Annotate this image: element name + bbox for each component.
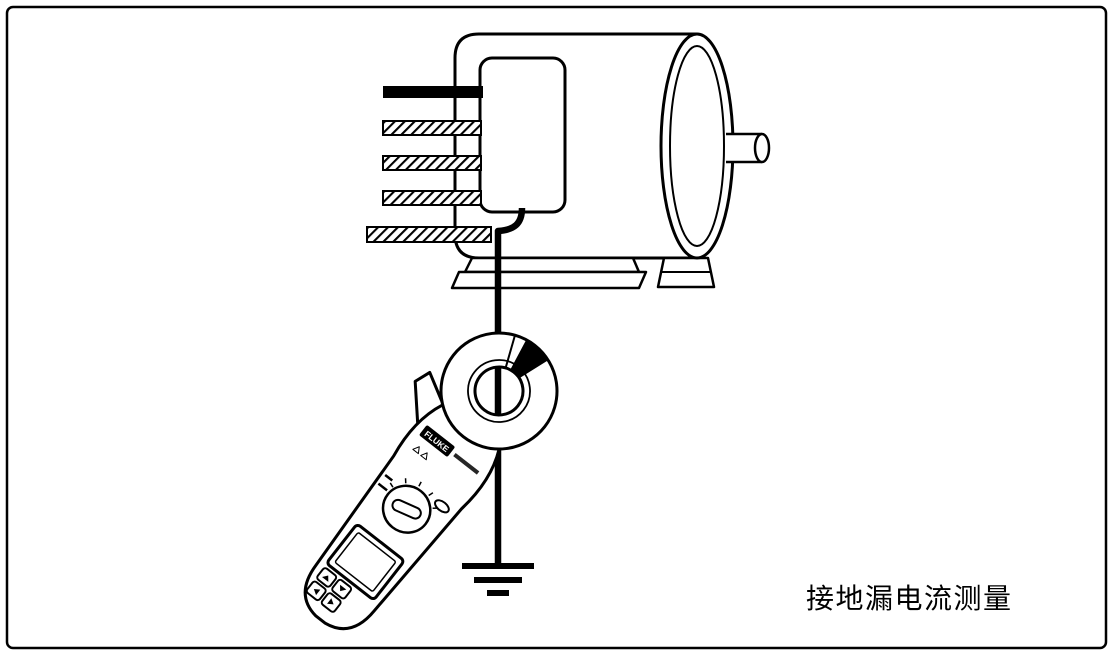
jaw-gap-wedge [510,339,549,379]
motor-base [450,256,716,290]
right-arrow-icon [327,598,334,605]
dial-markings [377,473,394,492]
motor-end-cap [659,32,735,260]
ground-wire [494,207,526,565]
left-arrow-icon [313,588,321,596]
motor [450,32,771,290]
meter-button-right [320,592,342,613]
side-button [434,499,450,514]
meter-buttons [305,567,353,613]
cable-hatched-3 [382,190,482,206]
dial-knob-grip [391,498,422,520]
cable-hatched-1 [382,120,482,136]
meter-button-left [305,580,327,602]
motor-end-cap-rim [669,45,725,247]
up-arrow-icon [321,575,329,582]
meter-dial [377,473,450,534]
ground-symbol [462,563,534,596]
motor-terminal-box [478,56,567,214]
diagram-caption: 接地漏电流测量 [806,584,1013,615]
clamp-meter: FLUKE [303,331,559,631]
warning-icons [412,446,428,461]
model-text-line [453,452,480,475]
power-cables [366,86,492,243]
diagram-border [5,5,1108,650]
clamp-jaw [439,331,559,451]
down-arrow-icon [340,584,347,592]
motor-shaft [726,132,771,164]
jaw-split-line [504,334,516,369]
meter-button-up [316,567,338,588]
cable-hatched-2 [382,155,482,171]
warning-triangle-icon [420,452,428,461]
warning-triangle-icon [412,446,420,455]
meter-display [326,523,405,601]
cable-hatched-4 [366,226,492,243]
cable-solid [383,86,483,98]
meter-button-down [331,578,353,600]
